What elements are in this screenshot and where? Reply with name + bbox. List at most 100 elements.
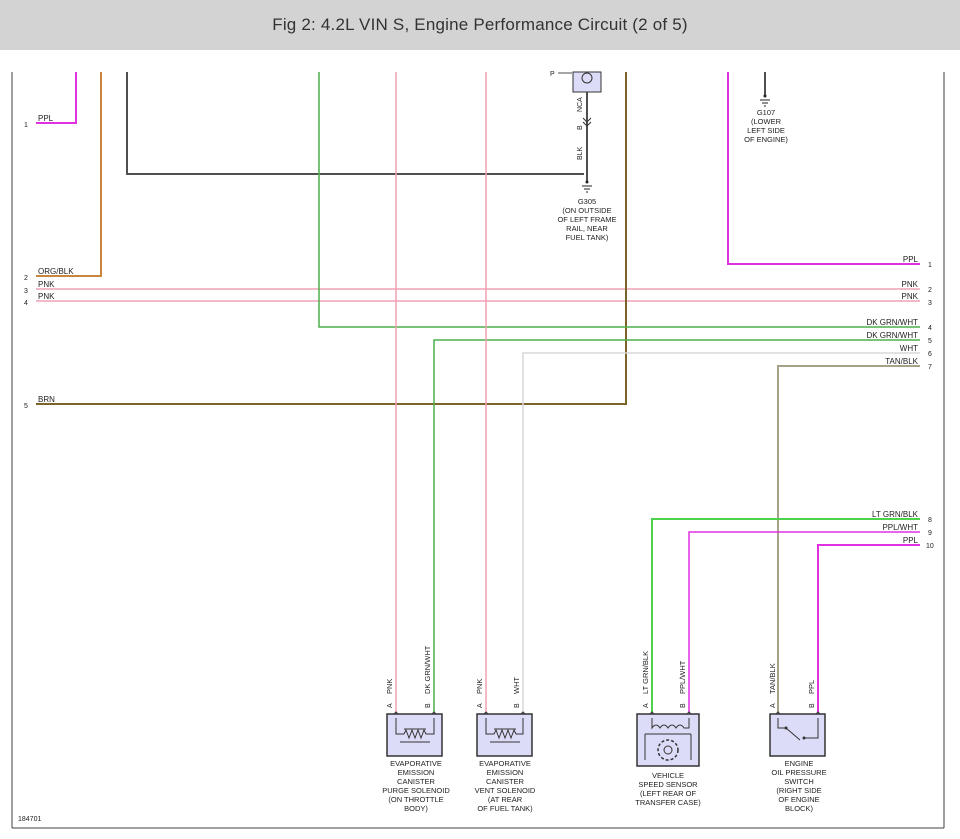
g305-label-2: OF LEFT FRAME <box>557 215 616 224</box>
left-pin-5-num: 5 <box>24 403 28 410</box>
vss-gear-hub-icon <box>663 745 673 755</box>
ops-box <box>769 713 826 757</box>
purge-name-2: CANISTER <box>397 777 436 786</box>
g305-label-0: G305 <box>578 197 596 206</box>
right-pin-3-num: 3 <box>928 300 932 307</box>
right-pin-9-num: 9 <box>928 530 932 537</box>
left-pin-1-wire: PPL <box>38 114 54 123</box>
right-pin-8-wire: LT GRN/BLK <box>872 510 919 519</box>
purge-pin-a: A <box>387 703 394 708</box>
right-pin-10-wire: PPL <box>903 536 919 545</box>
page-title: Fig 2: 4.2L VIN S, Engine Performance Ci… <box>272 15 688 34</box>
g305-label-1: (ON OUTSIDE <box>562 206 611 215</box>
fuel-pump-wire-blk: BLK <box>577 146 584 160</box>
purge-solenoid: PNK DK GRN/WHT A B EVAPORATIVE EMISSION … <box>382 645 450 813</box>
right-pin-10-num: 10 <box>926 543 934 550</box>
purge-wire-b-label: DK GRN/WHT <box>423 645 432 694</box>
wire-tanblk-7 <box>777 365 920 712</box>
ops-wire-a-label: TAN/BLK <box>768 663 777 694</box>
wire-brn <box>36 72 627 405</box>
purge-wire-a-label: PNK <box>385 679 394 694</box>
vent-name-2: CANISTER <box>486 777 525 786</box>
vss-name-3: TRANSFER CASE) <box>635 798 701 807</box>
vss-name-0: VEHICLE <box>652 771 684 780</box>
left-pin-2-num: 2 <box>24 275 28 282</box>
fuel-pump-box <box>572 71 602 93</box>
left-pin-4-num: 4 <box>24 300 28 307</box>
right-pin-7-num: 7 <box>928 364 932 371</box>
left-pin-5-wire: BRN <box>38 395 55 404</box>
ops-pin-b: B <box>809 703 816 708</box>
vss-wire-b-label: PPL/WHT <box>678 660 687 694</box>
vehicle-speed-sensor: LT GRN/BLK PPL/WHT A B VEHICLE SPEED SEN… <box>635 651 701 807</box>
right-pin-2-num: 2 <box>928 287 932 294</box>
ops-name-5: BLOCK) <box>785 804 813 813</box>
vent-name-4: (AT REAR <box>488 795 523 804</box>
g107-label-0: G107 <box>757 108 775 117</box>
purge-name-3: PURGE SOLENOID <box>382 786 450 795</box>
ops-name-1: OIL PRESSURE <box>771 768 826 777</box>
purge-name-5: BODY) <box>404 804 428 813</box>
fuel-pump-wire-nca: NCA <box>577 97 584 112</box>
left-pin-4-wire: PNK <box>38 292 55 301</box>
wire-dkgrn-4 <box>318 72 920 328</box>
vent-pin-b: B <box>514 703 521 708</box>
purge-name-1: EMISSION <box>398 768 435 777</box>
left-pin-2-wire: ORG/BLK <box>38 267 74 276</box>
vss-name-2: (LEFT REAR OF <box>640 789 697 798</box>
purge-name-0: EVAPORATIVE <box>390 759 442 768</box>
ops-contact-dot-2 <box>802 736 806 740</box>
wire-pplwht-9 <box>688 531 920 712</box>
vent-name-5: OF FUEL TANK) <box>477 804 533 813</box>
oil-pressure-switch: TAN/BLK PPL A B ENGINE OIL PRESSURE SWIT… <box>768 663 827 813</box>
ops-pin-a: A <box>770 703 777 708</box>
vss-pin-b: B <box>680 703 687 708</box>
right-pin-4-num: 4 <box>928 325 932 332</box>
wire-ppl-right-1 <box>727 72 920 265</box>
wire-ltgrn-8 <box>651 518 920 712</box>
right-pin-1-num: 1 <box>928 262 932 269</box>
right-pin-9-wire: PPL/WHT <box>882 523 918 532</box>
right-pin-6-wire: WHT <box>900 344 918 353</box>
right-pin-6-num: 6 <box>928 351 932 358</box>
purge-pin-b: B <box>425 703 432 708</box>
wire-org-blk <box>36 72 102 277</box>
wire-dkgrn-5 <box>433 339 920 712</box>
g107-label-3: OF ENGINE) <box>744 135 788 144</box>
fuel-pump-component: P NCA B BLK <box>550 71 602 160</box>
right-pin-1-wire: PPL <box>903 255 919 264</box>
left-pin-3-num: 3 <box>24 288 28 295</box>
purge-coil-icon <box>395 718 435 743</box>
vss-gear-icon <box>657 739 679 761</box>
g305-label-3: RAIL, NEAR <box>566 224 608 233</box>
title-bar: Fig 2: 4.2L VIN S, Engine Performance Ci… <box>0 0 960 50</box>
right-pin-8-num: 8 <box>928 517 932 524</box>
right-pin-3-wire: PNK <box>902 292 919 301</box>
vent-solenoid-box <box>476 713 533 757</box>
vent-pin-a: A <box>477 703 484 708</box>
figure-id: 184701 <box>18 816 41 823</box>
ops-name-3: (RIGHT SIDE <box>776 786 821 795</box>
vent-solenoid: PNK WHT A B EVAPORATIVE EMISSION CANISTE… <box>475 677 536 813</box>
vent-coil-icon <box>485 718 524 743</box>
g107-junction-dot <box>763 94 767 98</box>
fuel-pump-connector: B <box>577 125 584 130</box>
vent-name-0: EVAPORATIVE <box>479 759 531 768</box>
ground-g305: G305 (ON OUTSIDE OF LEFT FRAME RAIL, NEA… <box>557 180 617 242</box>
right-pin-2-wire: PNK <box>902 280 919 289</box>
wire-blk-ground <box>126 72 584 175</box>
right-pin-4-wire: DK GRN/WHT <box>866 318 918 327</box>
right-pin-5-num: 5 <box>928 338 932 345</box>
right-pin-5-wire: DK GRN/WHT <box>866 331 918 340</box>
wire-wht-6 <box>522 352 920 712</box>
g305-label-4: FUEL TANK) <box>566 233 609 242</box>
ops-contact-dot-1 <box>784 726 788 730</box>
ops-name-2: SWITCH <box>784 777 814 786</box>
wire-ppl-left <box>36 72 77 124</box>
ground-g107: G107 (LOWER LEFT SIDE OF ENGINE) <box>744 94 788 144</box>
vss-coil-icon <box>644 718 692 760</box>
wire-ppl-10 <box>817 544 920 712</box>
vent-wire-b-label: WHT <box>512 677 521 694</box>
vss-name-1: SPEED SENSOR <box>638 780 698 789</box>
